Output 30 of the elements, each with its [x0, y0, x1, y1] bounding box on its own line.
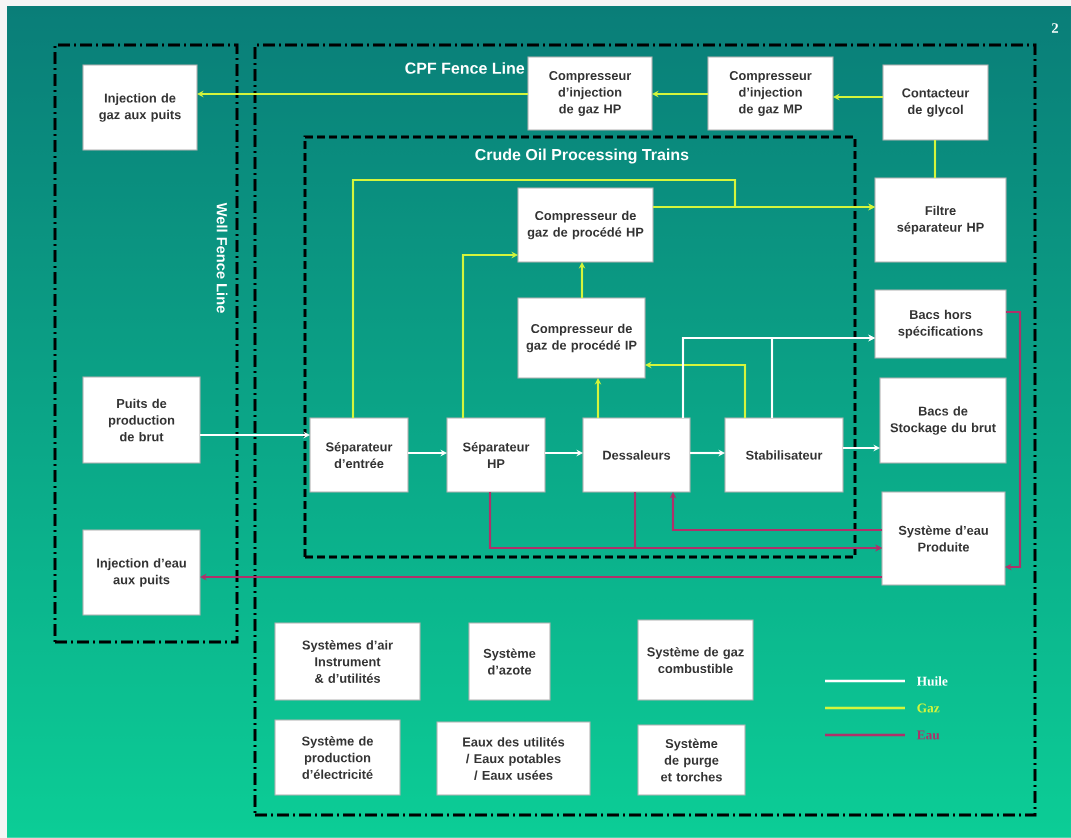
process-box: Système de production d’électricité	[274, 719, 401, 796]
process-box: Compresseur de gaz de procédé IP	[517, 297, 646, 379]
process-box: Stabilisateur	[724, 417, 844, 493]
flow-arrow	[669, 492, 882, 532]
process-box: Puits de production de brut	[82, 376, 201, 464]
process-box: Filtre séparateur HP	[874, 177, 1007, 263]
process-box: Contacteur de glycol	[882, 64, 989, 141]
flow-arrow	[1005, 310, 1022, 571]
page-number: 2	[1051, 23, 1059, 33]
process-box: Système d’eau Produite	[881, 491, 1006, 586]
process-box: Dessaleurs	[582, 417, 691, 493]
process-box: Compresseur d’injection de gaz MP	[707, 56, 834, 131]
process-box: Compresseur d’injection de gaz HP	[527, 56, 653, 131]
process-box: Systèmes d’air Instrument & d’utilités	[274, 622, 421, 701]
process-box: Système de purge et torches	[637, 724, 746, 796]
process-box: Séparateur HP	[446, 417, 546, 493]
process-box: Compresseur de gaz de procédé HP	[517, 187, 654, 263]
process-box: Séparateur d’entrée	[309, 417, 409, 493]
process-box: Bacs de Stockage du brut	[879, 377, 1007, 464]
process-box: Système d’azote	[468, 622, 551, 701]
legend-label: Huile	[916, 676, 948, 686]
legend-label: Eau	[916, 730, 940, 740]
process-box: Injection d’eau aux puits	[82, 529, 201, 616]
process-box: Injection de gaz aux puits	[82, 64, 198, 151]
flow-arrow	[770, 334, 875, 418]
flow-arrow	[461, 251, 518, 418]
process-box: Bacs hors spécifications	[874, 289, 1007, 359]
process-box: Eaux des utilités / Eaux potables / Eaux usées	[436, 721, 591, 796]
legend-label: Gaz	[917, 703, 940, 713]
process-box: Système de gaz combustible	[637, 619, 754, 701]
